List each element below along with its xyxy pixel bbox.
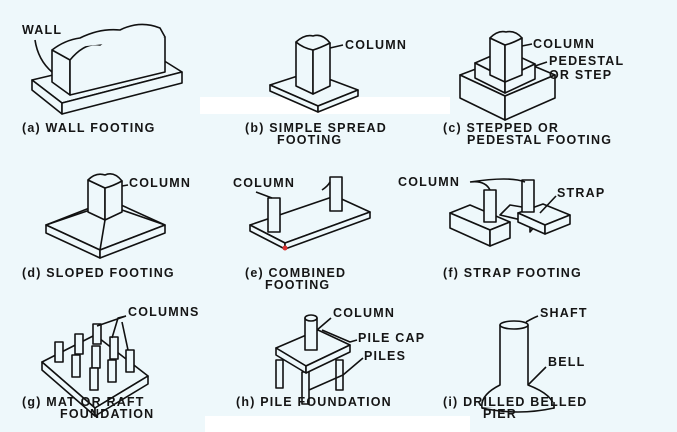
pile-foundation-drawing xyxy=(275,314,364,405)
caption-f-line1: (f) STRAP FOOTING xyxy=(443,266,582,280)
caption-h-line1: (h) PILE FOUNDATION xyxy=(236,395,392,409)
caption-i-line1: (i) DRILLED BELLED xyxy=(443,395,588,409)
label-shaft: SHAFT xyxy=(540,306,588,320)
caption-a-line1: (a) WALL FOOTING xyxy=(22,121,156,135)
label-column-e: COLUMN xyxy=(233,176,296,190)
label-wall: WALL xyxy=(22,23,63,37)
label-column-h: COLUMN xyxy=(333,306,396,320)
label-column-f: COLUMN xyxy=(398,175,461,189)
caption-b-line1: (b) SIMPLE SPREAD xyxy=(245,121,387,135)
caption-e-line2: FOOTING xyxy=(265,278,331,292)
label-strap: STRAP xyxy=(557,186,606,200)
belled-pier-drawing xyxy=(481,315,555,413)
spread-footing-drawing xyxy=(269,34,359,113)
sloped-footing-drawing xyxy=(45,173,166,259)
wall-footing-drawing xyxy=(31,23,183,115)
caption-i-line2: PIER xyxy=(483,407,517,421)
label-piles: PILES xyxy=(364,349,407,363)
combined-footing-drawing xyxy=(249,176,371,250)
caption-g-line2: FOUNDATION xyxy=(60,407,155,421)
caption-d-line1: (d) SLOPED FOOTING xyxy=(22,266,175,280)
label-columns-g: COLUMNS xyxy=(128,305,200,319)
caption-c-line1: (c) STEPPED OR xyxy=(443,121,560,135)
label-column-d: COLUMN xyxy=(129,176,192,190)
label-column-b: COLUMN xyxy=(345,38,408,52)
label-or-step: OR STEP xyxy=(549,68,613,82)
label-column-c: COLUMN xyxy=(533,37,596,51)
erased-patch xyxy=(205,416,470,432)
red-mark xyxy=(282,245,288,251)
label-bell: BELL xyxy=(548,355,586,369)
label-pedestal: PEDESTAL xyxy=(549,54,625,68)
caption-b-line2: FOOTING xyxy=(277,133,343,147)
mat-foundation-drawing xyxy=(41,315,149,417)
label-pile-cap: PILE CAP xyxy=(358,331,426,345)
caption-g-line1: (g) MAT OR RAFT xyxy=(22,395,145,409)
caption-e-line1: (e) COMBINED xyxy=(245,266,347,280)
caption-c-line2: PEDESTAL FOOTING xyxy=(467,133,613,147)
stepped-footing-drawing xyxy=(459,30,556,121)
strap-footing-drawing xyxy=(449,178,571,247)
